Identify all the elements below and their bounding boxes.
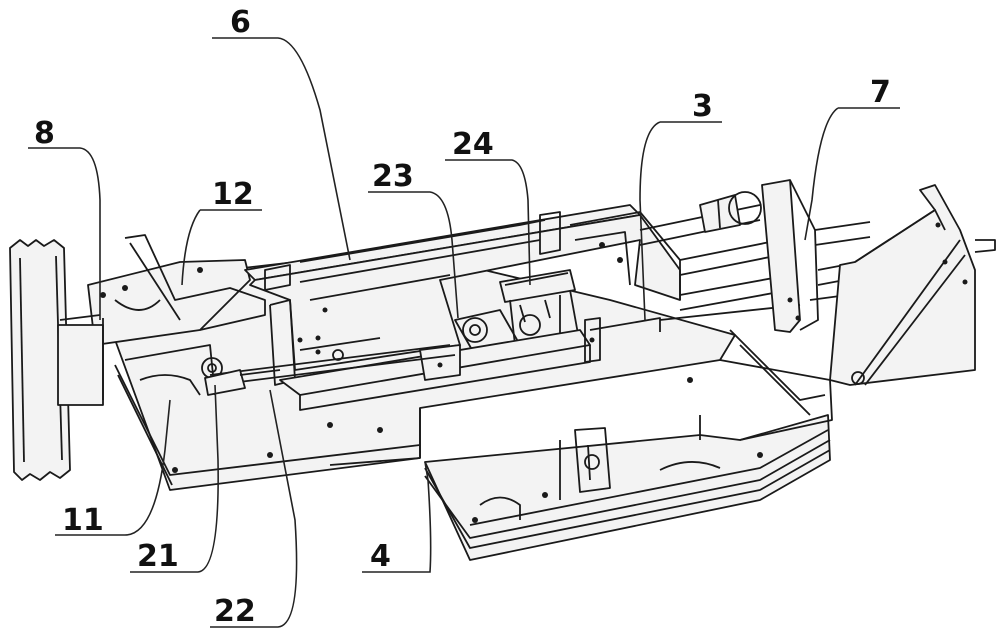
label-23: 23 [372,159,414,194]
leader-22 [210,389,298,628]
label-8: 8 [34,116,55,151]
left-handle-plate [9,239,104,481]
leader-6 [212,37,351,261]
leader-7 [804,107,900,241]
label-12: 12 [212,177,254,212]
label-6: 6 [230,5,251,40]
leader-12 [181,209,262,286]
label-24: 24 [452,127,494,162]
leader-11 [55,399,171,536]
label-22: 22 [214,594,256,629]
right-triangle-bracket [829,184,996,386]
label-7: 7 [870,75,891,110]
leader-21 [130,384,219,573]
lower-rail [209,317,661,411]
callout-labels: 8 12 6 23 24 3 7 11 21 4 22 [34,5,891,629]
base-plate-stack [424,414,831,561]
label-21: 21 [137,539,179,574]
label-11: 11 [62,503,104,538]
leader-3 [639,121,722,321]
leader-lines [28,37,900,628]
label-4: 4 [370,539,391,574]
leader-4 [362,461,432,573]
leader-23 [368,191,459,319]
leader-24 [445,159,531,286]
label-3: 3 [692,89,713,124]
leader-8 [28,147,101,320]
